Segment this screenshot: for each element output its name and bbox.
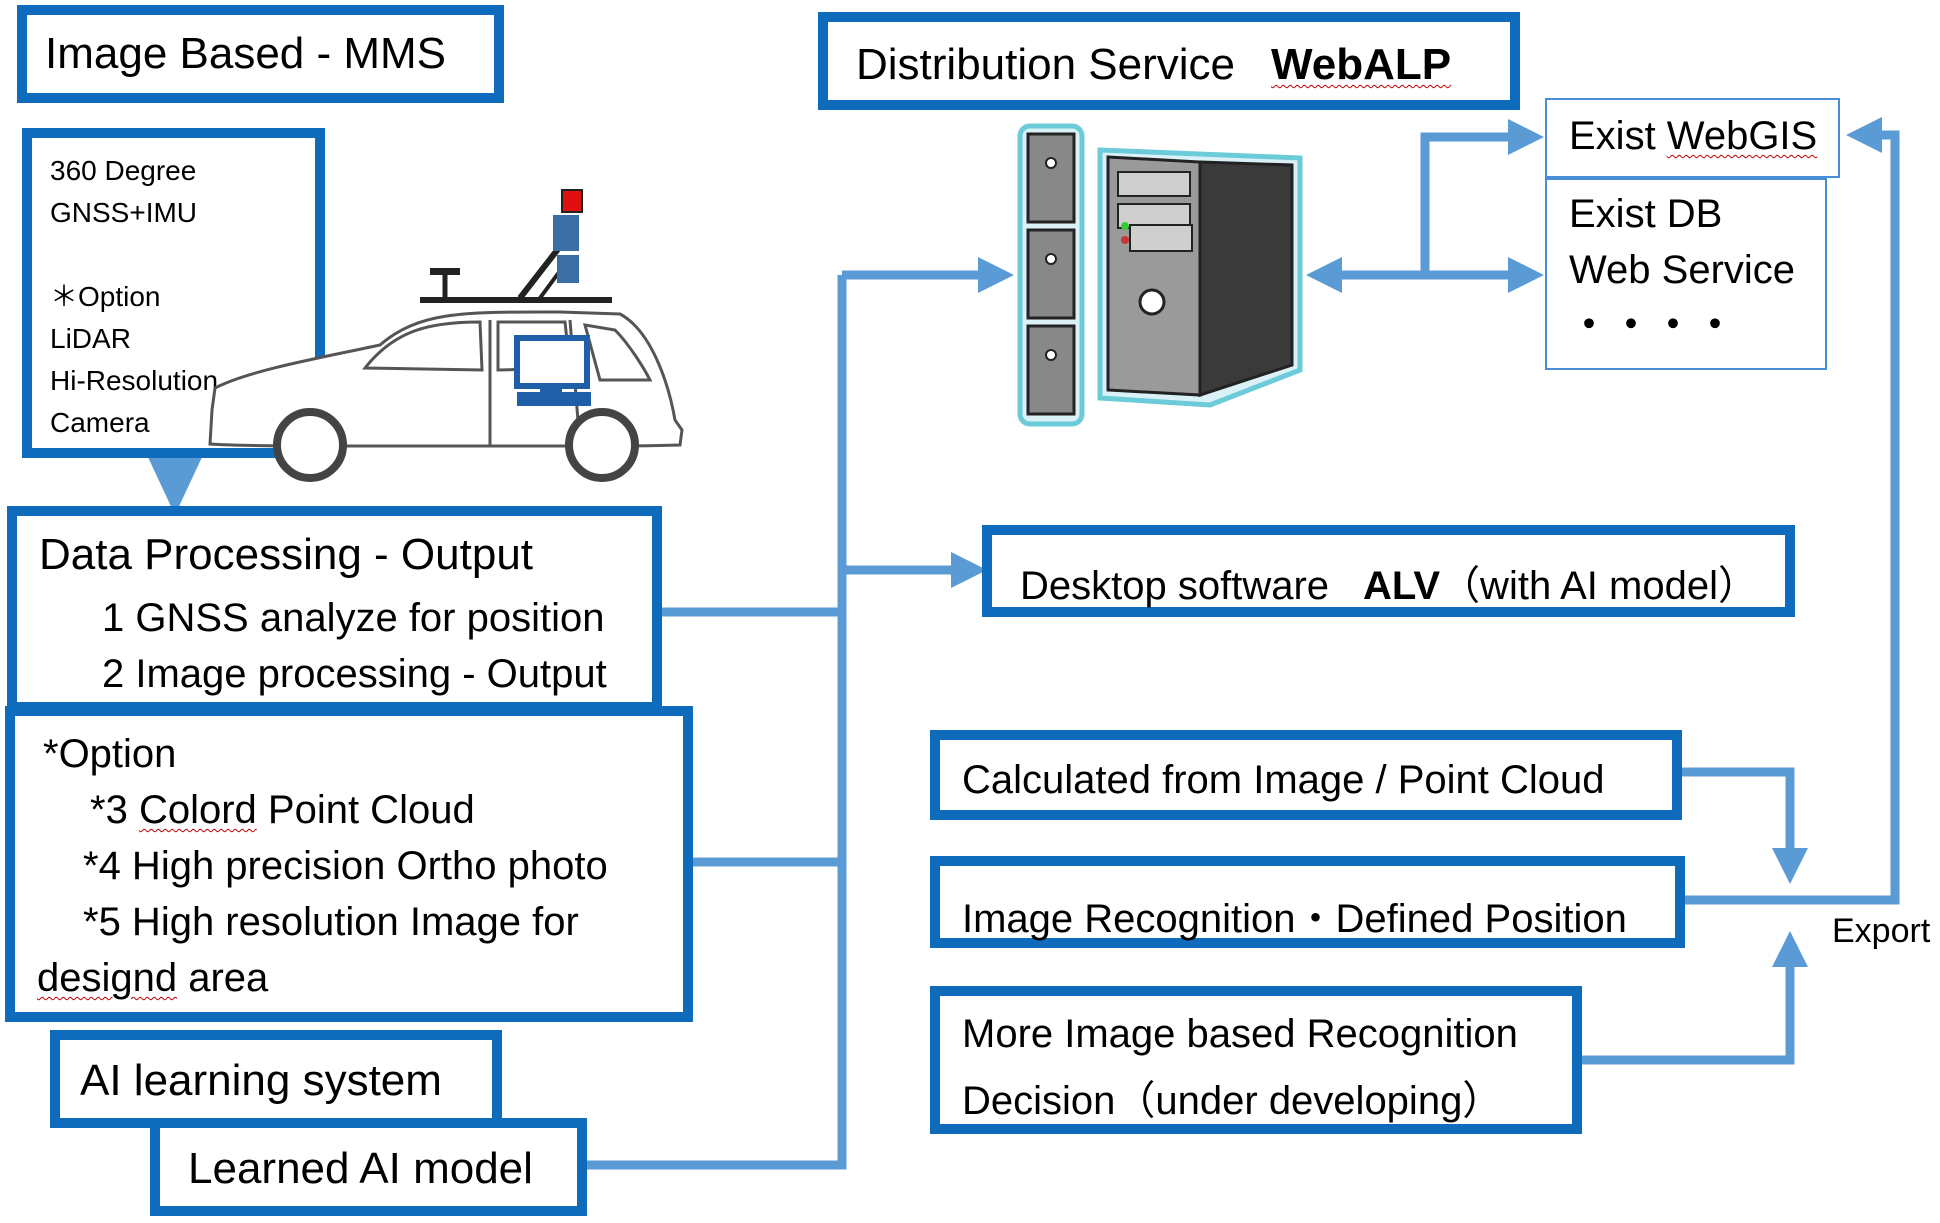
calculated-box: Calculated from Image / Point Cloud bbox=[930, 730, 1682, 820]
option-item-5: *5 High resolution Image for bbox=[83, 900, 579, 944]
more-recognition-line: More Image based Recognition bbox=[962, 1012, 1518, 1056]
exist-db-label: Exist DB bbox=[1569, 192, 1723, 236]
sensor-item: Hi-Resolution bbox=[50, 365, 219, 396]
sensor-item: Camera bbox=[50, 407, 150, 438]
line-calculated bbox=[1680, 767, 1808, 884]
processing-item: 1 GNSS analyze for position bbox=[102, 596, 605, 640]
mms-title: Image Based - MMS bbox=[45, 29, 447, 78]
processing-box: Data Processing - Output 1 GNSS analyze … bbox=[7, 506, 662, 712]
learned-model-label: Learned AI model bbox=[188, 1144, 533, 1193]
processing-title: Data Processing - Output bbox=[39, 530, 534, 579]
mms-title-box: Image Based - MMS bbox=[17, 5, 504, 103]
option-title: *Option bbox=[43, 732, 177, 776]
sensor-box: 360 Degree GNSS+IMU ＊Option LiDAR Hi-Res… bbox=[22, 128, 325, 458]
sensor-item: GNSS+IMU bbox=[50, 197, 198, 228]
alv-name: ALV bbox=[1363, 564, 1441, 608]
webalp-name: WebALP bbox=[1271, 40, 1452, 89]
arrow-server-to-webgis bbox=[1420, 119, 1544, 275]
webgis-label: Exist WebGIS bbox=[1569, 114, 1818, 158]
ai-learning-box: AI learning system bbox=[50, 1030, 502, 1128]
ellipsis-label: ・・・・ bbox=[1569, 303, 1737, 347]
recognition-box: Image Recognition・Defined Position bbox=[930, 856, 1685, 948]
webgis-box: Exist WebGIS bbox=[1545, 98, 1840, 178]
exist-db-box: Exist DB Web Service ・・・・ bbox=[1545, 178, 1827, 370]
option-box: *Option *3 Colord Point Cloud *4 High pr… bbox=[5, 706, 693, 1022]
sensor-item: 360 Degree bbox=[50, 155, 197, 186]
ai-learning-label: AI learning system bbox=[80, 1056, 442, 1105]
learned-model-box: Learned AI model bbox=[150, 1118, 587, 1216]
sensor-item: LiDAR bbox=[50, 323, 131, 354]
sensor-item bbox=[50, 234, 218, 276]
line-more-recognition bbox=[1580, 931, 1808, 1065]
more-recognition-line: Decision（under developing） bbox=[962, 1079, 1503, 1123]
sensor-item: ＊Option bbox=[50, 281, 161, 312]
more-recognition-box: More Image based Recognition Decision（un… bbox=[930, 986, 1582, 1134]
option-item-5-cont: designd area bbox=[37, 956, 269, 1000]
sensor-list: 360 Degree GNSS+IMU ＊Option LiDAR Hi-Res… bbox=[50, 150, 218, 444]
option-item-4: *4 High precision Ortho photo bbox=[83, 844, 608, 888]
export-label: Export bbox=[1832, 912, 1931, 950]
recognition-label: Image Recognition・Defined Position bbox=[962, 897, 1627, 941]
option-item-3: *3 Colord Point Cloud bbox=[90, 788, 475, 832]
web-service-label: Web Service bbox=[1569, 248, 1796, 292]
down-arrow bbox=[140, 440, 210, 515]
processing-item: 2 Image processing - Output bbox=[102, 652, 607, 696]
calculated-label: Calculated from Image / Point Cloud bbox=[962, 758, 1605, 802]
line-recognition bbox=[1680, 117, 1900, 905]
